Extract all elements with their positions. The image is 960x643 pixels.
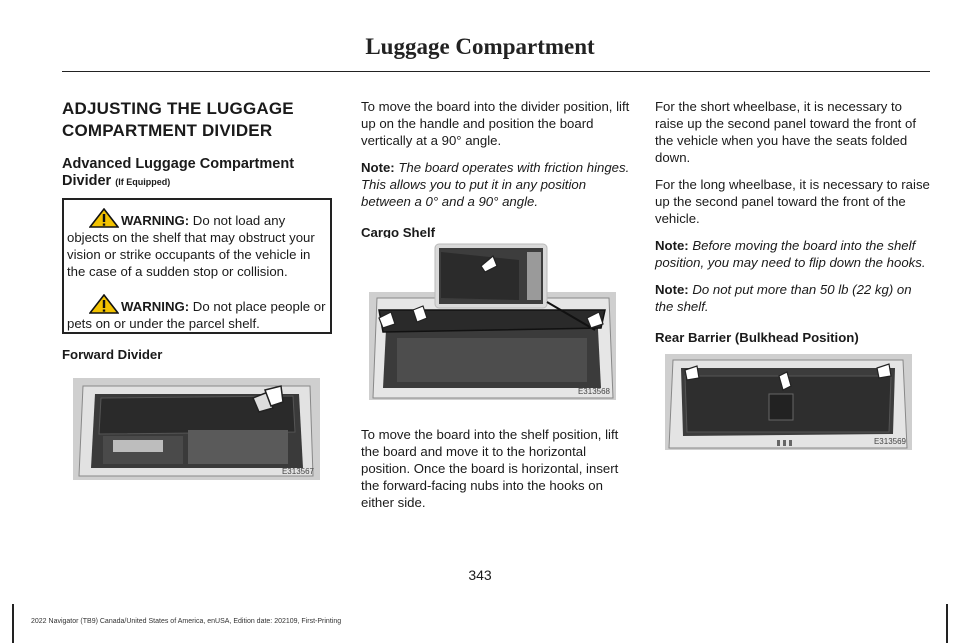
- if-equipped-label: (If Equipped): [115, 177, 171, 187]
- divider-position-paragraph: To move the board into the divider posit…: [361, 99, 630, 148]
- shelf-position-paragraph: To move the board into the shelf positio…: [361, 427, 619, 510]
- page-header-title: Luggage Compartment: [365, 34, 595, 59]
- rear-barrier-illustration: [665, 354, 912, 450]
- warning-triangle-icon: [89, 294, 119, 314]
- short-wheelbase-paragraph: For the short wheelbase, it is necessary…: [655, 99, 916, 165]
- crop-mark-left: [12, 604, 14, 643]
- warning-1: WARNING: Do not load any objects on the …: [67, 208, 326, 280]
- cargo-shelf-figure: E313568: [369, 238, 616, 400]
- page-number: 343: [468, 567, 492, 583]
- long-wheelbase-paragraph: For the long wheelbase, it is necessary …: [655, 177, 930, 226]
- note-label: Note:: [655, 282, 689, 297]
- warning-1-label: WARNING:: [121, 213, 190, 228]
- figure-code: E313568: [577, 387, 610, 396]
- section-heading: ADJUSTING THE LUGGAGE COMPARTMENT DIVIDE…: [62, 98, 334, 142]
- cargo-shelf-heading: Cargo Shelf: [361, 225, 436, 240]
- crop-mark-right: [946, 604, 948, 643]
- warning-2: WARNING: Do not place people or pets on …: [67, 294, 326, 332]
- warning-triangle-icon: [89, 208, 119, 228]
- middle-column-lower: To move the board into the shelf positio…: [361, 426, 633, 521]
- header-rule: [62, 71, 930, 72]
- warning-2-text: Do not place people or pets on or under …: [67, 299, 326, 331]
- subheading-line1: Advanced Luggage Compartment: [62, 156, 295, 172]
- figure-code: E313569: [873, 437, 906, 446]
- friction-hinge-note: Note: The board operates with friction h…: [361, 159, 633, 210]
- warning-1-text: Do not load any objects on the shelf tha…: [67, 213, 315, 279]
- note-text: The board operates with friction hinges.…: [361, 160, 630, 209]
- warning-box: WARNING: Do not load any objects on the …: [62, 198, 332, 334]
- weight-limit-note: Note: Do not put more than 50 lb (22 kg)…: [655, 281, 931, 315]
- note-text: Do not put more than 50 lb (22 kg) on th…: [655, 282, 912, 314]
- rear-barrier-heading: Rear Barrier (Bulkhead Position): [655, 330, 859, 345]
- left-column: ADJUSTING THE LUGGAGE COMPARTMENT DIVIDE…: [62, 98, 334, 191]
- section-heading-line1: ADJUSTING THE LUGGAGE: [62, 99, 294, 118]
- right-column: For the short wheelbase, it is necessary…: [655, 98, 931, 356]
- note-label: Note:: [361, 160, 395, 175]
- middle-column: To move the board into the divider posit…: [361, 98, 633, 251]
- subheading: Advanced Luggage Compartment Divider (If…: [62, 156, 334, 191]
- note-label: Note:: [655, 238, 689, 253]
- note-text: Before moving the board into the shelf p…: [655, 238, 926, 270]
- section-heading-line2: COMPARTMENT DIVIDER: [62, 121, 273, 140]
- warning-2-label: WARNING:: [121, 299, 190, 314]
- cargo-divider-illustration: [73, 378, 320, 480]
- figure-code: E313567: [281, 467, 314, 476]
- forward-divider-heading: Forward Divider: [62, 347, 163, 362]
- subheading-line2: Divider: [62, 173, 112, 189]
- flip-hooks-note: Note: Before moving the board into the s…: [655, 237, 931, 271]
- forward-divider-figure: E313567: [73, 378, 320, 480]
- edition-footer: 2022 Navigator (TB9) Canada/United State…: [31, 618, 342, 625]
- rear-barrier-figure: E313569: [665, 354, 912, 450]
- cargo-shelf-illustration: [369, 243, 616, 400]
